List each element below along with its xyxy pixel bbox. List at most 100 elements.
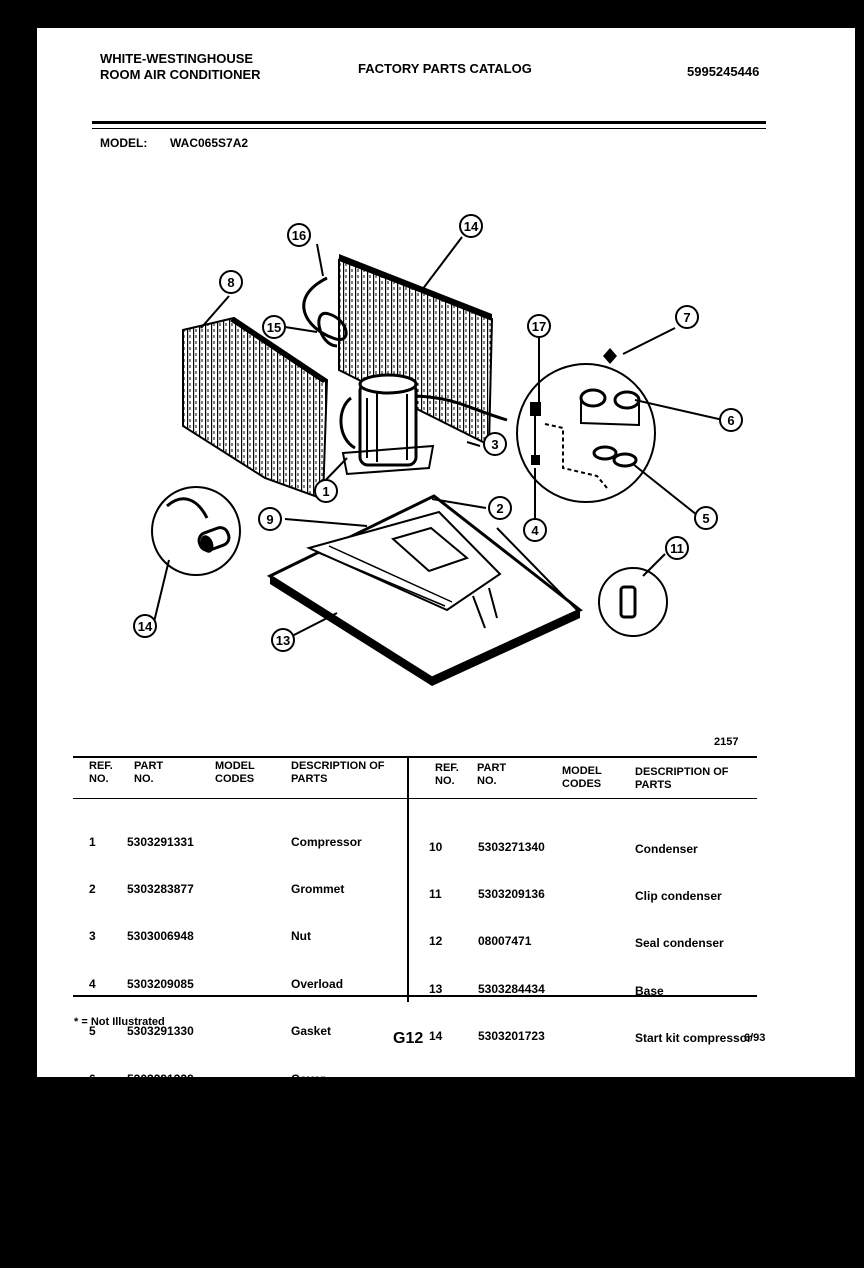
evaporator-coil [182,316,329,501]
revision-date: 6/93 [744,1032,766,1044]
start-kit-detail [516,348,656,503]
callout-5: 5 [694,506,718,530]
callouts: 16 14 8 15 17 7 6 3 1 2 5 9 4 11 14 13 [133,214,743,652]
table-cell: 6 [89,1071,96,1086]
col-model-left: MODEL CODES [215,760,255,785]
brand-line-2: ROOM AIR CONDITIONER [100,67,261,82]
table-cell: Capillary tube-out [635,1078,738,1093]
catalog-number: 5995245446 [687,64,760,79]
svg-text:3: 3 [491,437,498,452]
table-cell: 10 [429,839,443,854]
svg-text:5: 5 [702,511,709,526]
drawing-number: 2157 [714,736,739,748]
svg-text:2: 2 [496,501,503,516]
callout-14-bottom: 14 [133,614,157,638]
table-cell: Nut [291,929,311,944]
col-part-left: PART NO. [134,760,164,785]
table-cell: Seal condenser [635,936,724,951]
clip-detail [598,567,668,637]
svg-text:11: 11 [670,541,684,556]
table-cell: 5303283877 [127,881,194,896]
col-desc-left: DESCRIPTION OF PARTS [291,760,385,785]
callout-11: 11 [665,536,689,560]
table-cell [478,1124,545,1140]
drier-detail [151,486,241,576]
right-ref-column: 10 11 12 13 14 15 16 17 [429,808,442,1266]
table-cell: Start kit compressor [635,1031,752,1046]
left-ref-column: 1 2 3 4 5 6 7 8 9 [89,803,102,1261]
svg-text:1: 1 [322,484,329,499]
table-cell: 08007471 [478,934,532,949]
callout-14-top: 14 [459,214,483,238]
table-cell: 5303271339 [127,1166,194,1181]
callout-8: 8 [219,270,243,294]
col-part-right: PART NO. [477,762,507,787]
table-cell: Drier [635,1173,664,1188]
table-cell: Base [635,983,664,998]
callout-2: 2 [488,496,512,520]
table-cell: 5303209136 [478,886,545,901]
table-cell: Nut-cover [291,1118,348,1133]
table-cell: 5303271340 [478,839,545,854]
table-cell: 08017122 [478,1076,532,1091]
leader-lines [153,236,724,637]
table-cell: 16 [429,1171,443,1186]
footnote: * = Not Illustrated [74,1016,165,1028]
table-cell: 2 [89,881,96,896]
table-header-rule [73,798,757,799]
table-cell: 5303201723 [478,1029,545,1044]
callout-13: 13 [271,628,295,652]
table-cell: 3 [89,929,96,944]
table-cell: 7 [89,1118,96,1133]
col-model-right: MODEL CODES [562,765,602,790]
svg-text:4: 4 [531,523,539,538]
callout-7: 7 [675,305,699,329]
table-cell: Grommet [291,881,345,896]
left-part-column: 5303291331 5303283877 5303006948 5303209… [127,803,194,1261]
table-cell: 1 [89,834,96,849]
catalog-title: FACTORY PARTS CATALOG [358,61,532,76]
table-cell: 12 [429,934,443,949]
callout-15: 15 [262,315,286,339]
table-cell: Condenser [635,841,698,856]
header-rule-thin [92,128,766,129]
header-rule [92,121,766,124]
svg-text:8: 8 [227,275,234,290]
table-cell: 15 [429,1076,443,1091]
svg-text:16: 16 [292,228,306,243]
col-ref-right: REF. NO. [435,762,459,787]
col-desc-right: DESCRIPTION OF PARTS [635,766,729,791]
callout-17: 17 [527,314,551,338]
table-cell: Tray evap [291,1213,347,1228]
table-cell: 9 [89,1213,96,1228]
right-part-column: 5303271340 5303209136 08007471 530328443… [478,808,545,1266]
table-cell: 5300265301 [478,1171,545,1186]
table-cell: to 35" [635,1125,669,1140]
table-cell: 5303284434 [478,981,545,996]
table-cell: 4 [89,976,96,991]
table-cell: 5303209085 [127,976,194,991]
table-cell: Cover [291,1071,326,1086]
table-cell: 5303291330 [127,1024,194,1039]
table-cell: 5303006948 [127,929,194,944]
callout-6: 6 [719,408,743,432]
table-cell: 5303270039 [127,1213,194,1228]
col-ref-left: REF. NO. [89,760,113,785]
table-cell: 17 [429,1218,443,1233]
compressor [339,373,508,476]
table-cell: Gasket [291,1024,332,1039]
table-cell: 5303291331 [127,834,194,849]
svg-text:9: 9 [266,512,273,527]
right-desc-column: Condenser Clip condenser Seal condenser … [635,810,752,1268]
model-label: MODEL: [100,136,148,150]
table-cell: Evaporator [291,1166,355,1181]
catalog-page: WHITE-WESTINGHOUSE ROOM AIR CONDITIONER … [37,28,855,1235]
svg-text:14: 14 [138,619,153,634]
svg-text:14: 14 [464,219,479,234]
table-cell: 13 [429,981,443,996]
table-cell: 5303291328 [478,1218,545,1233]
svg-text:7: 7 [683,310,690,325]
base-pan [266,494,583,686]
svg-text:6: 6 [727,413,734,428]
table-cell [429,1124,442,1140]
